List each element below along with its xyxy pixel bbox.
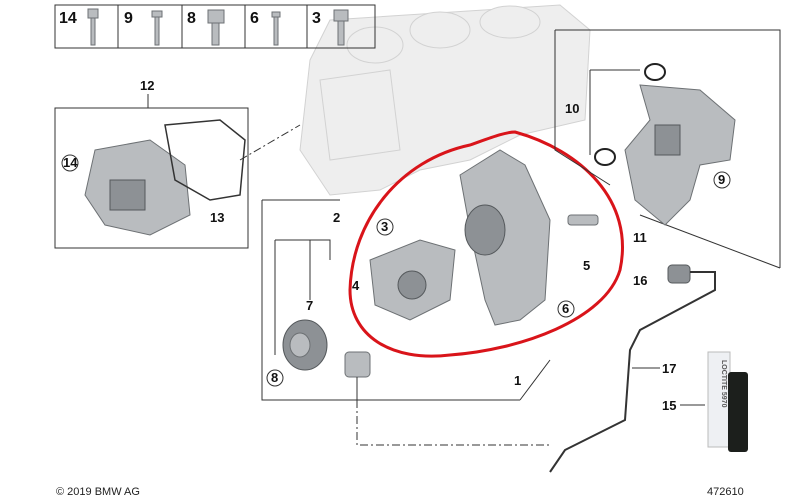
- bolt-label-8: 8: [187, 10, 196, 27]
- callout-9-circled: 9: [718, 172, 725, 187]
- pulley-illustration: [282, 319, 328, 371]
- callout-2: 2: [333, 210, 340, 225]
- callout-16: 16: [633, 273, 647, 288]
- bolt-label-14: 14: [59, 10, 77, 27]
- diagram-number: 472610: [707, 486, 744, 498]
- callout-12: 12: [140, 78, 154, 93]
- sensor-illustration: [567, 214, 599, 226]
- thermostat-housing-illustration: [459, 149, 551, 326]
- callout-6-circled: 6: [562, 301, 569, 316]
- callout-7: 7: [306, 298, 313, 313]
- bolt-reference-bar: 14 9 8 6 3: [54, 4, 376, 49]
- bolt-label-9: 9: [124, 10, 133, 27]
- group-12-frame: [54, 107, 249, 249]
- callout-15: 15: [662, 398, 676, 413]
- callout-4: 4: [352, 278, 360, 293]
- oil-filter-housing-illustration: [84, 119, 246, 236]
- highlight-circle: [348, 130, 624, 358]
- bolt-label-3: 3: [312, 10, 321, 27]
- callout-5: 5: [583, 258, 590, 273]
- sensor-16-illustration: [667, 264, 691, 284]
- callout-8-circled: 8: [271, 370, 278, 385]
- callout-11: 11: [633, 230, 647, 245]
- coolant-pipe-illustration: [624, 84, 736, 226]
- engine-block-illustration: [299, 4, 591, 196]
- group-1-frame: [261, 199, 551, 401]
- water-pump-illustration: [369, 239, 456, 321]
- connection-line: [356, 400, 550, 446]
- bolt-label-6: 6: [250, 10, 259, 27]
- callout-14-circled: 14: [63, 155, 78, 170]
- bolt-icon: [87, 8, 349, 46]
- callout-17: 17: [662, 361, 676, 376]
- callout-3-circled: 3: [381, 219, 388, 234]
- electric-valve-illustration: [344, 351, 371, 400]
- sealant-label: LOCTITE 5970: [720, 360, 727, 408]
- callout-13: 13: [210, 210, 224, 225]
- copyright: © 2019 BMW AG: [56, 486, 140, 498]
- callout-1: 1: [514, 373, 521, 388]
- sealant-tube-illustration: LOCTITE 5970: [707, 351, 748, 452]
- callout-10: 10: [565, 101, 579, 116]
